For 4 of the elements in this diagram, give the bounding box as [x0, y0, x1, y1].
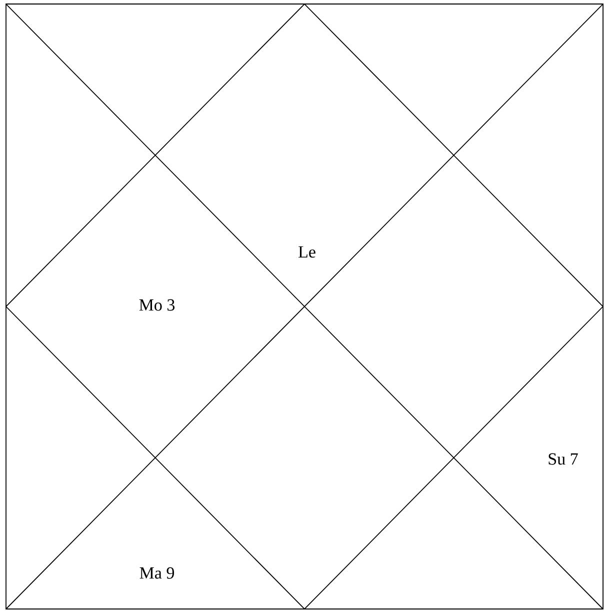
house-label: Ma 9 [140, 567, 174, 579]
house-label: Mo 3 [139, 299, 175, 311]
house-label: Su 7 [548, 453, 578, 465]
house-label: Le [298, 246, 316, 258]
